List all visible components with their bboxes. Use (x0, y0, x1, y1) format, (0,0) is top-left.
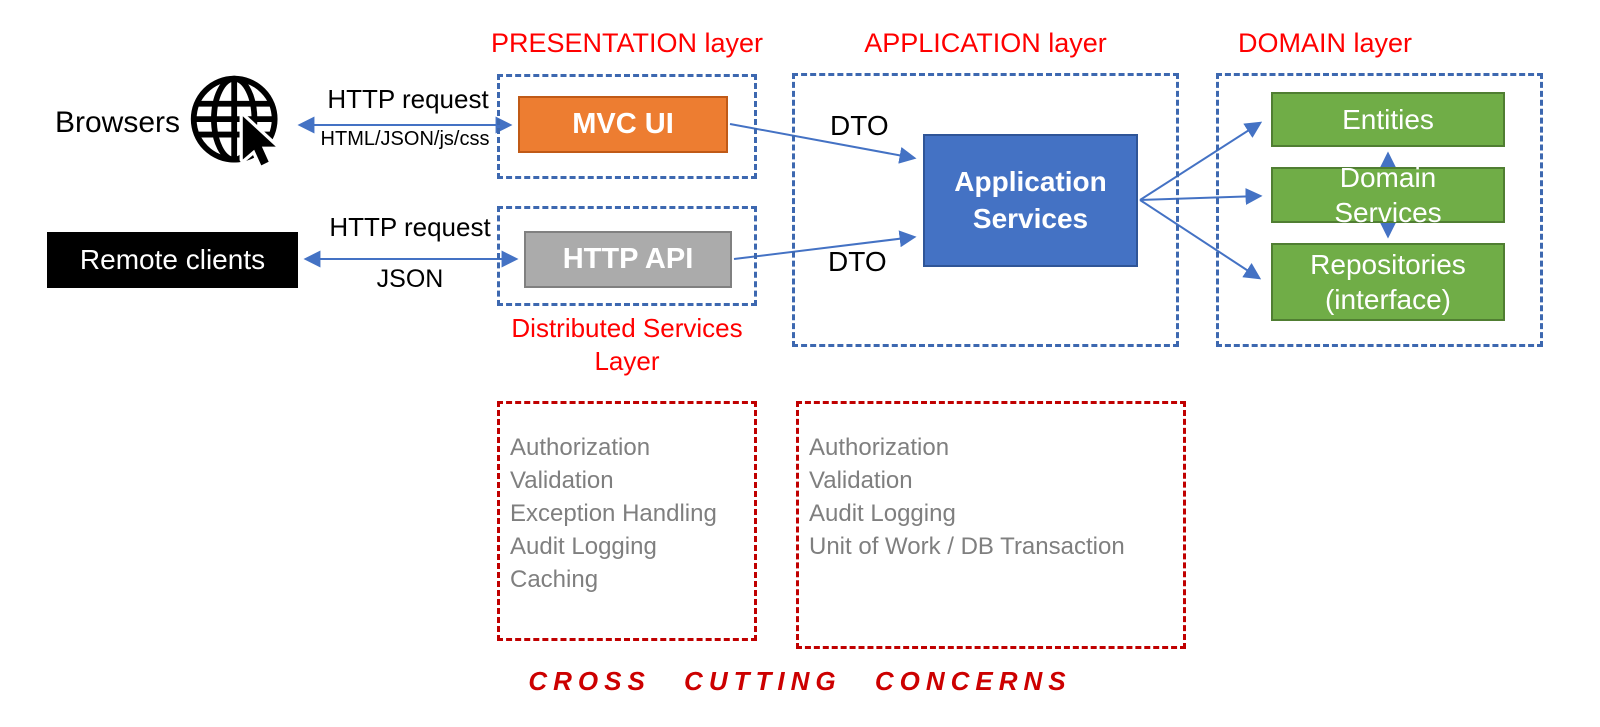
domain-layer-title: DOMAIN layer (1238, 28, 1413, 58)
cross-cutting-left-dashed-box (497, 401, 757, 641)
browser-request-label: HTTP request (327, 84, 489, 114)
browser-globe-icon (190, 75, 280, 169)
list-item: Caching (510, 566, 599, 593)
entities-label: Entities (1342, 104, 1434, 135)
cross-cutting-right-list: Authorization Validation Audit Logging U… (796, 401, 1186, 563)
application-layer-title: APPLICATION layer (864, 28, 1107, 58)
remote-request-label: HTTP request (329, 212, 491, 242)
domain-services-box: Domain Services (1271, 162, 1505, 228)
remote-clients-box: Remote clients (47, 232, 298, 288)
repositories-box: Repositories (interface) (1271, 243, 1505, 321)
remote-response-label: JSON (376, 265, 444, 293)
dto-bottom-label: DTO (828, 246, 887, 277)
browsers-label: Browsers (55, 106, 181, 139)
cursor-icon (239, 112, 280, 169)
http-api-label: HTTP API (562, 243, 694, 275)
list-item: Authorization (510, 434, 651, 461)
http-api-box: HTTP API (524, 231, 732, 288)
mvc-ui-box: MVC UI (518, 96, 728, 153)
repositories-label: Repositories (interface) (1310, 249, 1466, 315)
domain-services-label: Domain Services (1334, 162, 1442, 228)
list-item: Validation (510, 467, 614, 494)
dto-top-label: DTO (830, 110, 889, 141)
presentation-mvc-dashed-box (497, 74, 757, 179)
distributed-services-layer-title: Distributed Services Layer (511, 313, 743, 376)
browser-response-label: HTML/JSON/js/css (320, 128, 490, 150)
cross-cutting-right-dashed-box (796, 401, 1186, 649)
remote-clients-label: Remote clients (79, 244, 266, 275)
list-item: Authorization (809, 434, 950, 461)
application-services-label: Application Services (954, 165, 1107, 234)
presentation-layer-title: PRESENTATION layer (490, 28, 764, 58)
list-item: Validation (809, 467, 913, 494)
list-item: Audit Logging (510, 533, 657, 560)
application-layer-dashed-box (792, 73, 1179, 347)
list-item: Unit of Work / DB Transaction (809, 533, 1125, 560)
domain-layer-dashed-box (1216, 73, 1543, 347)
cross-cutting-concerns-caption: CROSS CUTTING CONCERNS (528, 666, 1072, 696)
entities-box: Entities (1271, 92, 1505, 147)
cross-cutting-left-list: Authorization Validation Exception Handl… (497, 401, 757, 596)
mvc-ui-label: MVC UI (572, 108, 674, 140)
distributed-services-dashed-box (497, 206, 757, 306)
list-item: Audit Logging (809, 500, 956, 527)
list-item: Exception Handling (510, 500, 717, 527)
application-services-box: Application Services (923, 134, 1138, 267)
